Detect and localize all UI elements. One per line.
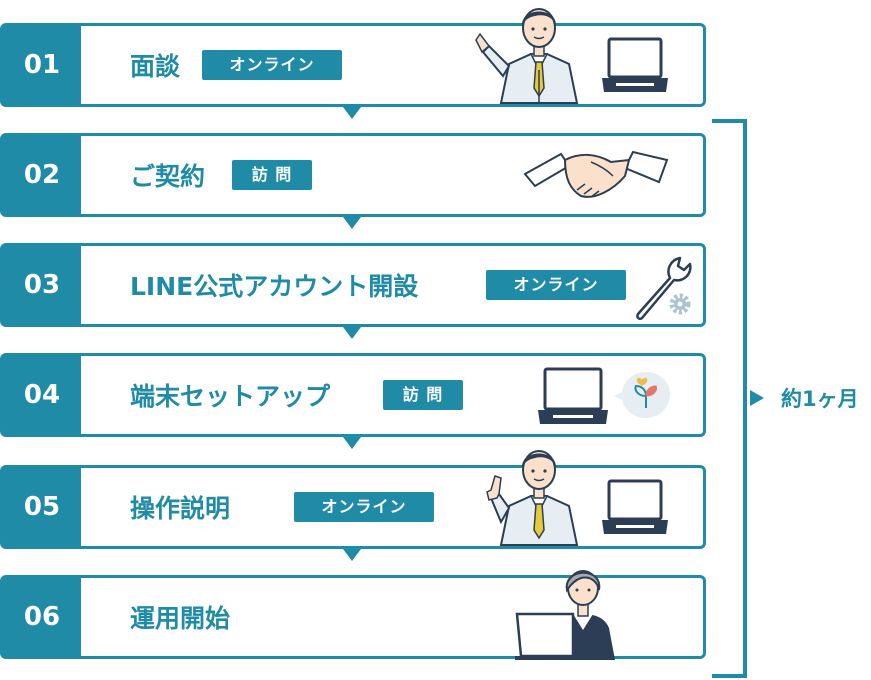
pointing-man-icon <box>486 450 579 546</box>
businessman-icon <box>475 8 579 104</box>
step-02: 02 ご契約 訪 問 <box>0 133 706 217</box>
flow-arrow <box>343 437 361 449</box>
step-number: 01 <box>3 26 81 104</box>
laptop-icon <box>538 367 608 424</box>
duration-label: 約1ヶ月 <box>781 387 859 411</box>
step-title: LINE公式アカウント開設 <box>130 272 419 301</box>
step-title: ご契約 <box>130 162 206 191</box>
online-tag: オンライン <box>294 492 434 522</box>
flow-arrow <box>343 327 361 339</box>
laptop-icon <box>602 479 668 534</box>
step-number: 02 <box>3 136 81 214</box>
laptop-icon <box>602 37 668 92</box>
step-number: 04 <box>3 356 81 434</box>
step-03: 03 LINE公式アカウント開設 オンライン <box>0 243 706 327</box>
wrench-icon <box>636 256 692 321</box>
visit-tag: 訪 問 <box>232 160 312 190</box>
step-01: 01 面談 オンライン <box>0 8 706 107</box>
step-05: 05 操作説明 オンライン <box>0 450 706 549</box>
step-title: 端末セットアップ <box>130 382 331 411</box>
flow-arrow <box>343 217 361 229</box>
step-title: 操作説明 <box>130 494 231 523</box>
online-tag: オンライン <box>486 270 626 300</box>
online-tag: オンライン <box>202 50 342 80</box>
seedling-bubble-icon <box>614 372 670 418</box>
flow-arrow <box>343 107 361 119</box>
visit-tag: 訪 問 <box>383 380 463 410</box>
woman-at-laptop-icon <box>515 570 615 660</box>
gear-icon <box>669 293 691 315</box>
handshake-icon <box>523 150 669 198</box>
step-number: 05 <box>3 468 81 546</box>
step-number: 03 <box>3 246 81 324</box>
flow-arrow <box>343 549 361 561</box>
duration-bracket <box>712 119 764 678</box>
step-04: 04 端末セットアップ 訪 問 <box>0 353 706 437</box>
step-number: 06 <box>3 578 81 656</box>
step-06: 06 運用開始 <box>0 570 706 660</box>
step-title: 運用開始 <box>130 604 231 633</box>
step-title: 面談 <box>130 52 181 81</box>
